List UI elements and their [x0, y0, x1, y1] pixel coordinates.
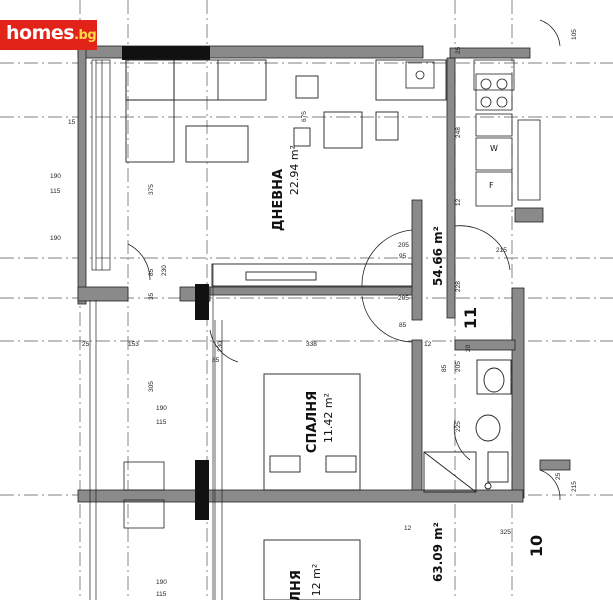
- dim-15: 15: [68, 119, 76, 126]
- bedroom-area: 11.42 m²: [322, 393, 335, 443]
- apartment-11-number: 11: [461, 307, 480, 329]
- dim-153: 153: [128, 341, 139, 348]
- structural-columns: [122, 46, 210, 520]
- dim-105: 105: [571, 29, 578, 40]
- dim-25: 25: [455, 46, 462, 54]
- bedroom2-area: 12 m²: [310, 564, 323, 597]
- homes-logo[interactable]: homes.bg: [0, 20, 97, 50]
- dim-205: 205: [455, 361, 462, 372]
- dim-85: 85: [148, 268, 155, 276]
- sofa: [125, 59, 267, 163]
- dim-115: 115: [156, 419, 167, 426]
- dim-325: 325: [500, 529, 511, 536]
- dim-190: 190: [50, 173, 61, 180]
- window-lines: [89, 59, 223, 600]
- dim-12: 12: [455, 198, 462, 206]
- bathroom-fixtures: [423, 359, 512, 493]
- dim-205: 205: [398, 295, 409, 302]
- dim-228: 228: [455, 281, 462, 292]
- tv-unit: [211, 263, 413, 287]
- dim-675: 675: [301, 111, 308, 122]
- kitchen-units: [405, 59, 541, 207]
- nightstands: [123, 461, 165, 529]
- dim-115: 115: [156, 591, 167, 598]
- dim-115: 115: [50, 188, 61, 195]
- living-room-area: 22.94 m²: [288, 145, 301, 195]
- logo-name: homes: [6, 22, 75, 44]
- apartment-10-number: 10: [527, 535, 546, 557]
- dim-375: 375: [148, 184, 155, 195]
- living-room-name: ДНЕВНА: [271, 169, 286, 231]
- dim-85: 85: [399, 322, 407, 329]
- door-arcs: [127, 19, 561, 501]
- dim-248: 248: [455, 127, 462, 138]
- dim-190: 190: [50, 235, 61, 242]
- dim-190: 190: [156, 579, 167, 586]
- dim-338: 338: [306, 341, 317, 348]
- dim-225: 225: [455, 421, 462, 432]
- dim-305: 305: [148, 381, 155, 392]
- dimension-labels: 190 115 190 375 230 85 35 205 95 205 85 …: [50, 29, 578, 598]
- dim-85: 85: [441, 364, 448, 372]
- apartment-11-area: 54.66 m²: [431, 226, 445, 286]
- dim-35: 35: [148, 292, 155, 300]
- apartment-10-area: 63.09 m²: [431, 522, 445, 582]
- dining-set: [293, 59, 447, 149]
- coffee-table: [185, 125, 249, 163]
- dim-190: 190: [156, 405, 167, 412]
- dim-12: 12: [404, 525, 412, 532]
- dim-230: 230: [161, 265, 168, 276]
- dim-95: 95: [399, 253, 407, 260]
- dim-20: 20: [465, 344, 472, 352]
- dim-215: 215: [571, 481, 578, 492]
- dim-215: 215: [496, 247, 507, 254]
- bedroom2-name: ЛНЯ: [289, 570, 304, 600]
- logo-tld: .bg: [74, 28, 97, 43]
- dim-230: 230: [217, 341, 224, 352]
- logo-wordmark: homes.bg: [6, 22, 97, 44]
- bedroom-name: СПАЛНЯ: [305, 391, 320, 453]
- dim-25: 25: [82, 341, 90, 348]
- washer-label: W: [490, 144, 498, 153]
- dim-25: 25: [555, 472, 562, 480]
- bed: [263, 373, 361, 600]
- dim-12: 12: [424, 341, 432, 348]
- dim-205: 205: [398, 242, 409, 249]
- fridge-label: F: [489, 181, 494, 190]
- dim-85: 85: [212, 357, 220, 364]
